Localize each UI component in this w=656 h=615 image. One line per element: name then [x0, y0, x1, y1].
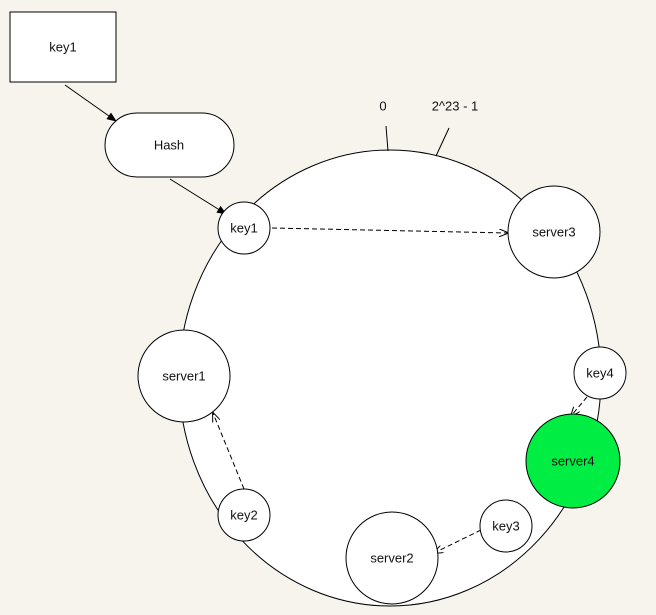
ring-end-label: 2^23 - 1: [432, 99, 479, 114]
server1-node[interactable]: server1: [137, 329, 231, 423]
key4-node[interactable]: key4: [573, 346, 627, 400]
ring-start-tick: [385, 125, 389, 152]
svg-text:key1: key1: [49, 40, 76, 55]
key4-to-server4-arrow: [571, 396, 588, 416]
svg-text:server3: server3: [532, 225, 575, 240]
svg-text:Hash: Hash: [154, 138, 184, 153]
key1-to-server3-arrow: [271, 227, 508, 233]
svg-text:key3: key3: [492, 519, 519, 534]
svg-text:server2: server2: [370, 551, 413, 566]
ring-start-label: 0: [379, 99, 386, 114]
svg-text:key4: key4: [586, 366, 613, 381]
svg-text:key2: key2: [230, 508, 257, 523]
server4-node[interactable]: server4: [525, 413, 621, 509]
hash-to-ring-arrow: [169, 178, 227, 215]
svg-text:server4: server4: [551, 454, 594, 469]
svg-text:key1: key1: [230, 221, 257, 236]
ring-end-tick: [435, 127, 450, 157]
server3-node[interactable]: server3: [507, 185, 601, 279]
input-key-box[interactable]: key1: [9, 11, 117, 83]
key3-node[interactable]: key3: [479, 499, 533, 553]
server2-node[interactable]: server2: [345, 511, 439, 605]
hash-node[interactable]: Hash: [104, 112, 235, 178]
key2-to-server1-arrow: [213, 413, 245, 490]
key1-node[interactable]: key1: [217, 201, 271, 255]
key-to-hash-arrow: [64, 84, 117, 122]
svg-text:server1: server1: [162, 369, 205, 384]
key2-node[interactable]: key2: [217, 488, 271, 542]
key3-to-server2-arrow: [434, 529, 482, 553]
